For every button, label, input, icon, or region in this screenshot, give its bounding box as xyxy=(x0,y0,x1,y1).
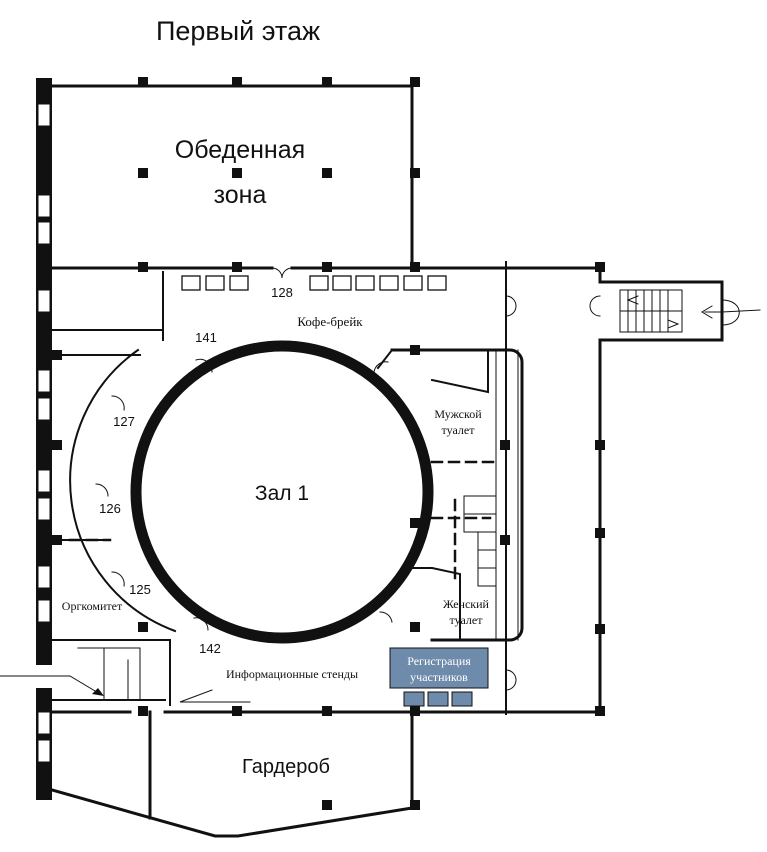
floor-title: Первый этаж xyxy=(156,16,320,46)
dashed-partitions xyxy=(68,460,502,582)
door-127-label: 127 xyxy=(113,414,135,429)
org-committee-label: Оргкомитет xyxy=(62,599,123,613)
door-141-label: 141 xyxy=(195,330,217,345)
hall-label: Зал 1 xyxy=(255,482,309,505)
info-stands-marker xyxy=(179,689,251,703)
left-entrance-arrowhead xyxy=(92,688,104,696)
registration-panel[interactable] xyxy=(389,647,489,689)
registration-line1: Регистрация xyxy=(407,654,471,668)
toilet-block xyxy=(376,348,524,642)
door-128-label: 128 xyxy=(271,285,293,300)
dining-label-line1: Обеденная xyxy=(175,136,305,164)
right-stairwell xyxy=(619,289,761,333)
info-stands-label: Информационные стенды xyxy=(226,667,358,681)
outer-walls xyxy=(36,78,724,838)
mens-toilet-label-2: туалет xyxy=(442,423,476,437)
hall-ring xyxy=(69,340,434,644)
door-symbols xyxy=(95,267,601,691)
dining-label-line2: зона xyxy=(214,181,267,209)
womens-toilet-label-2: туалет xyxy=(450,613,484,627)
door-126-label: 126 xyxy=(99,501,121,516)
door-125-label: 125 xyxy=(129,582,151,597)
registration-desk-1 xyxy=(403,691,425,707)
door-142-label: 142 xyxy=(199,641,221,656)
mens-toilet-label-1: Мужской xyxy=(434,407,482,421)
registration-line2: участников xyxy=(410,670,468,684)
coffee-break-label: Кофе-брейк xyxy=(297,314,363,329)
left-entrance-arrow xyxy=(0,675,101,695)
registration-desk-2 xyxy=(427,691,449,707)
registration-desk-3 xyxy=(451,691,473,707)
cloakroom-label: Гардероб xyxy=(242,756,330,778)
coffee-tables xyxy=(181,275,447,291)
womens-toilet-label-1: Женский xyxy=(443,597,489,611)
